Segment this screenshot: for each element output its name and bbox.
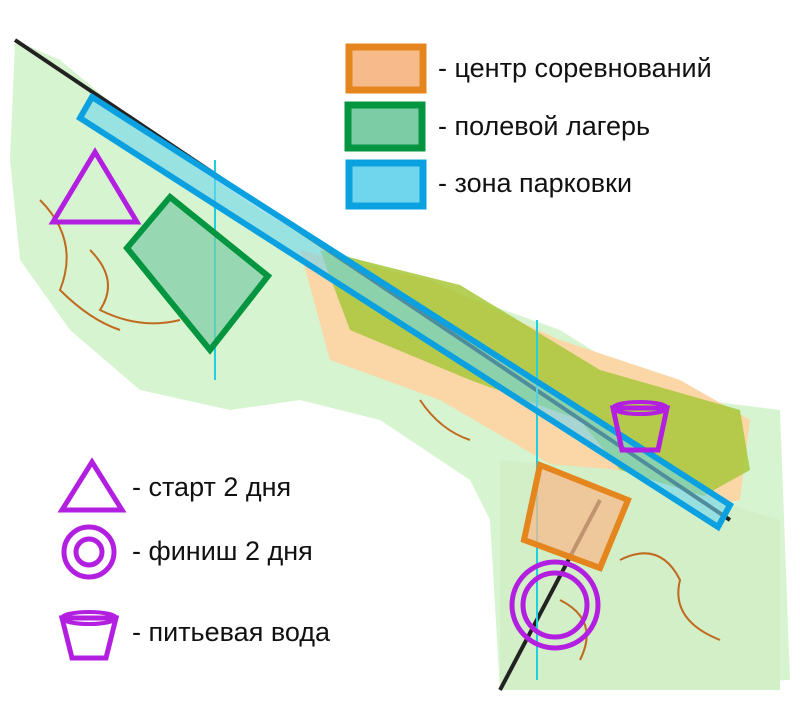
field-camp: [123, 192, 273, 355]
water-cup-icon: [609, 405, 671, 453]
legend-label-water: - питьевая вода: [132, 617, 331, 647]
start-triangle-icon: [48, 147, 142, 225]
triangle-icon: [57, 457, 127, 513]
legend-label-parking: - зона парковки: [438, 168, 633, 198]
legend-swatch-center: [345, 43, 427, 94]
competition-center: [520, 460, 632, 572]
legend-label-finish: - финиш 2 дня: [132, 536, 313, 566]
finish-circle-icon: [509, 559, 601, 651]
parking-zone: [75, 92, 734, 532]
legend-swatch-parking: [345, 159, 427, 210]
legend-swatch-camp: [344, 101, 426, 152]
legend-label-start: - старт 2 дня: [132, 472, 292, 502]
legend-label-camp: - полевой лагерь: [438, 111, 651, 141]
cup-icon: [58, 615, 120, 661]
double-circle-icon: [61, 524, 117, 580]
legend-label-center: - центр соревнований: [438, 53, 712, 83]
